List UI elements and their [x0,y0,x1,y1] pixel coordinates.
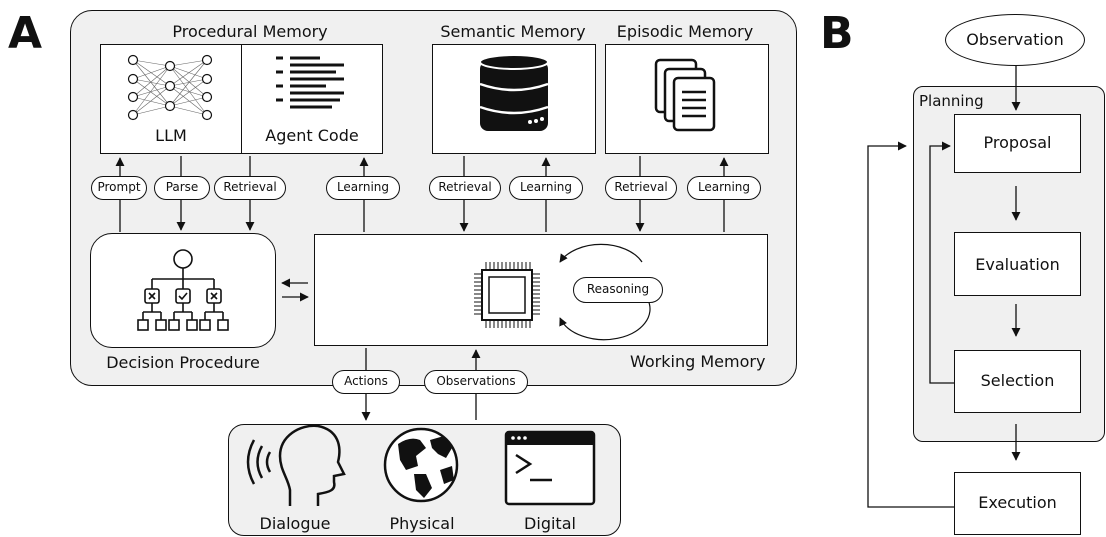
documents-icon [654,58,716,132]
dialogue-label: Dialogue [259,514,331,533]
digital-label: Digital [524,514,576,533]
evaluation-label: Evaluation [975,255,1060,274]
decision-procedure-label: Decision Procedure [106,353,260,372]
code-icon [276,56,344,109]
reasoning-cycle-icon [559,243,651,341]
agent-code-label: Agent Code [265,126,359,145]
procedural-memory-title: Procedural Memory [172,22,328,41]
reasoning-pill: Reasoning [573,277,663,303]
dialogue-head-icon [246,424,346,506]
observations-pill: Observations [424,370,528,394]
observation-node [945,14,1085,66]
retrieval-proc-pill: Retrieval [214,176,286,200]
proposal-label: Proposal [983,133,1052,152]
neural-network-icon [132,59,208,116]
execution-loop-arrow [867,141,954,508]
retrieval-sem-pill: Retrieval [429,176,501,200]
physical-label: Physical [389,514,455,533]
selection-node [954,350,1081,413]
decision-tree-icon [137,249,229,331]
prompt-pill: Prompt [91,176,147,200]
learning-sem-pill: Learning [509,176,583,200]
parse-pill: Parse [154,176,210,200]
planning-label: Planning [919,92,984,110]
learning-epi-pill: Learning [687,176,761,200]
episodic-memory-title: Episodic Memory [616,22,754,41]
evaluation-node [954,232,1081,296]
database-icon [479,54,549,131]
selection-loop-arrow [929,141,954,384]
execution-node [954,472,1081,535]
panel-label-b: B [820,8,854,59]
observation-label: Observation [966,30,1064,49]
proposal-node [954,114,1081,173]
selection-label: Selection [980,371,1055,390]
actions-pill: Actions [332,370,400,394]
panel-label-a: A [8,8,43,59]
working-memory-label: Working Memory [630,352,766,371]
cpu-chip-icon [474,262,540,328]
retrieval-epi-pill: Retrieval [605,176,677,200]
learning-proc-pill: Learning [326,176,400,200]
globe-icon [383,427,459,503]
llm-label: LLM [155,126,187,145]
terminal-icon [504,430,596,506]
working-memory-box [314,234,768,346]
semantic-memory-title: Semantic Memory [440,22,586,41]
execution-label: Execution [978,493,1057,512]
